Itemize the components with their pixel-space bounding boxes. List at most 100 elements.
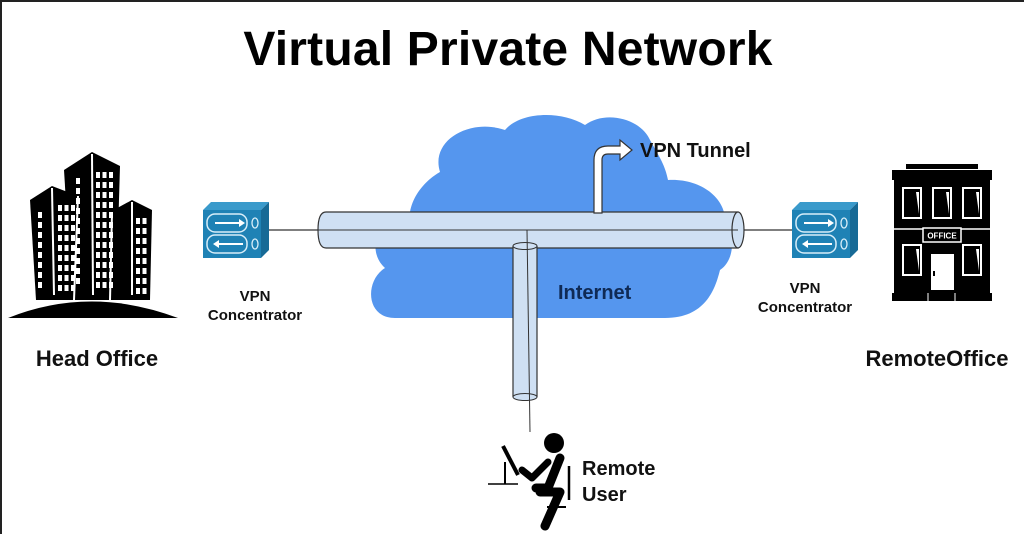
concentrator-right-label: VPN Concentrator xyxy=(740,279,870,317)
building-window xyxy=(96,242,100,248)
building-window xyxy=(71,265,75,271)
building-window xyxy=(136,278,140,284)
building-window xyxy=(142,238,147,244)
building-window xyxy=(96,202,100,208)
building-window xyxy=(71,235,75,241)
building-window xyxy=(96,232,100,238)
remote-office-label: RemoteOffice xyxy=(865,346,1009,371)
building-window xyxy=(102,252,107,258)
building-window xyxy=(64,215,69,221)
building-window xyxy=(109,262,113,268)
building-window xyxy=(38,242,42,248)
building-window xyxy=(58,265,62,271)
building-window xyxy=(142,268,147,274)
building-window xyxy=(109,272,113,278)
building-window xyxy=(76,218,80,224)
building-window xyxy=(76,198,80,204)
building-window xyxy=(76,278,80,284)
building-window xyxy=(102,212,107,218)
building-window xyxy=(102,282,107,288)
building-window xyxy=(71,215,75,221)
building-window xyxy=(136,238,140,244)
building-window xyxy=(96,212,100,218)
office-building-icon: OFFICE xyxy=(892,164,992,301)
building-window xyxy=(109,252,113,258)
building-window xyxy=(71,245,75,251)
building-window xyxy=(142,278,147,284)
building-window xyxy=(102,242,107,248)
building-window xyxy=(38,282,42,288)
building-window xyxy=(38,212,42,218)
building-window xyxy=(102,222,107,228)
concentrator-left-label-line2: Concentrator xyxy=(207,307,303,324)
building-window xyxy=(142,258,147,264)
building-window xyxy=(142,288,147,294)
building-window xyxy=(64,275,69,281)
building-window xyxy=(64,225,69,231)
vpn-tunnel-label: VPN Tunnel xyxy=(640,140,751,162)
building-window xyxy=(64,255,69,261)
building-window xyxy=(71,205,75,211)
office-sign: OFFICE xyxy=(927,232,957,241)
building-window xyxy=(102,172,107,178)
building-window xyxy=(142,228,147,234)
building-window xyxy=(109,182,113,188)
building-window xyxy=(136,288,140,294)
building-window xyxy=(58,205,62,211)
building-window xyxy=(58,285,62,291)
building-window xyxy=(64,205,69,211)
building-window xyxy=(136,218,140,224)
building-window xyxy=(64,245,69,251)
building-window xyxy=(71,255,75,261)
building-window xyxy=(102,202,107,208)
building-window xyxy=(96,272,100,278)
building-window xyxy=(109,282,113,288)
building-window xyxy=(109,212,113,218)
building-window xyxy=(96,262,100,268)
building-window xyxy=(64,265,69,271)
building-window xyxy=(109,192,113,198)
building-window xyxy=(58,215,62,221)
building-window xyxy=(71,275,75,281)
head-office-label: Head Office xyxy=(35,346,159,371)
building-window xyxy=(102,192,107,198)
diagram-title: Virtual Private Network xyxy=(243,23,773,76)
skyscrapers-icon xyxy=(8,152,178,318)
building-window xyxy=(76,188,80,194)
internet-label: Internet xyxy=(558,282,632,304)
building-window xyxy=(102,262,107,268)
building-window xyxy=(109,222,113,228)
building-window xyxy=(96,192,100,198)
building-window xyxy=(76,258,80,264)
person-at-computer-icon xyxy=(488,433,571,531)
building-window xyxy=(109,232,113,238)
building-window xyxy=(136,228,140,234)
remote-user-label-line2: User xyxy=(582,484,627,506)
building-window xyxy=(96,282,100,288)
building-window xyxy=(76,178,80,184)
building-window xyxy=(58,275,62,281)
building-window xyxy=(76,268,80,274)
building-window xyxy=(38,262,42,268)
concentrator-right-label-line2: Concentrator xyxy=(757,299,853,316)
building-window xyxy=(96,182,100,188)
remote-user-pipe xyxy=(512,229,538,433)
building-window xyxy=(136,258,140,264)
curved-arrow-icon xyxy=(593,138,633,214)
remote-user-label: Remote User xyxy=(582,456,655,508)
building-window xyxy=(76,208,80,214)
building-window xyxy=(38,252,42,258)
building-window xyxy=(76,228,80,234)
building-window xyxy=(109,242,113,248)
building-window xyxy=(96,172,100,178)
building-window xyxy=(136,248,140,254)
building-window xyxy=(58,225,62,231)
building-window xyxy=(71,225,75,231)
building-window xyxy=(109,172,113,178)
vpn-tunnel-pipe xyxy=(317,211,745,249)
building-window xyxy=(102,232,107,238)
building-window xyxy=(136,268,140,274)
building-window xyxy=(102,182,107,188)
